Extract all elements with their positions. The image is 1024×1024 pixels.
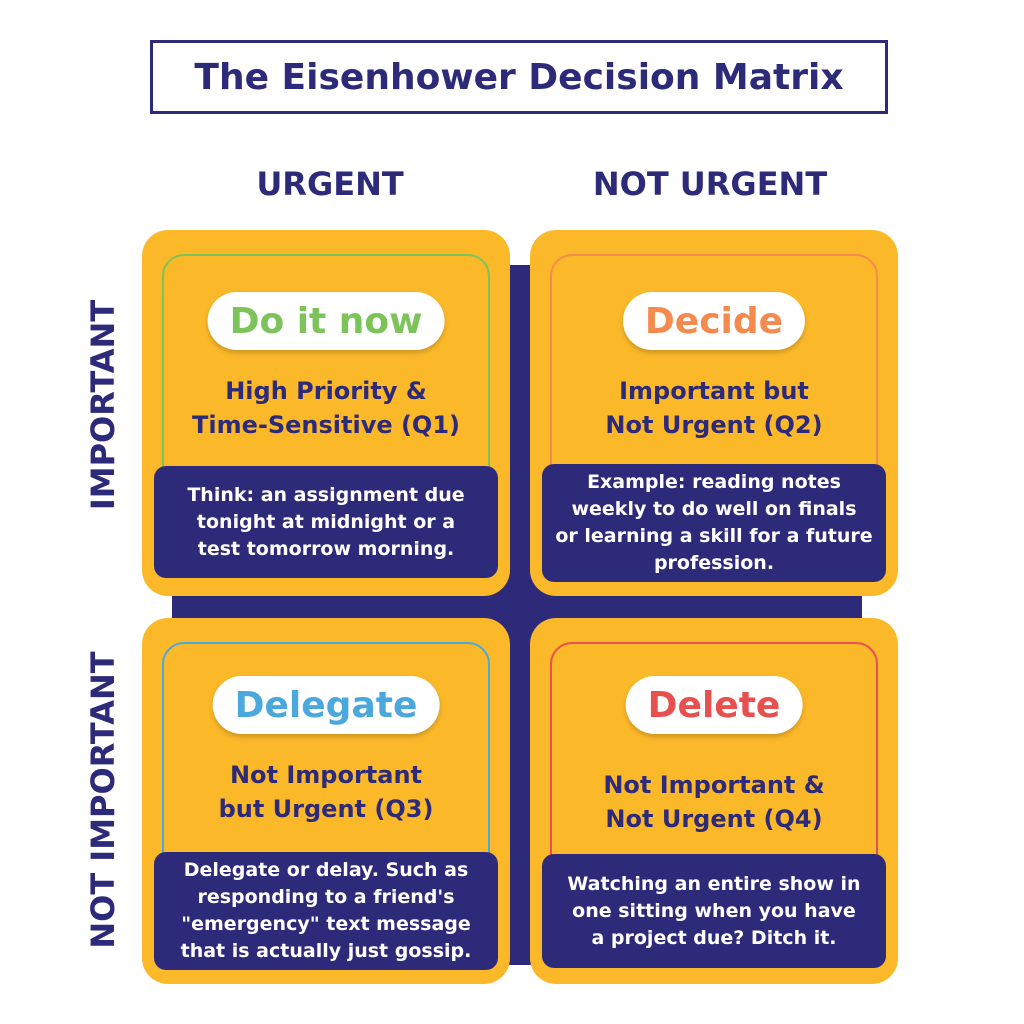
row-header-important: IMPORTANT <box>84 299 122 511</box>
column-header-urgent: URGENT <box>256 165 404 203</box>
column-header-not-urgent: NOT URGENT <box>592 165 828 203</box>
quadrant-q3: Delegate Not Important but Urgent (Q3) D… <box>142 618 510 984</box>
quadrant-q3-example: Delegate or delay. Such as responding to… <box>154 852 498 970</box>
quadrant-q1-example: Think: an assignment due tonight at midn… <box>154 466 498 578</box>
page-title: The Eisenhower Decision Matrix <box>194 56 844 98</box>
quadrant-q2-label: Decide <box>622 292 806 350</box>
quadrant-q2: Decide Important but Not Urgent (Q2) Exa… <box>530 230 898 596</box>
quadrant-q1-subtitle: High Priority & Time-Sensitive (Q1) <box>191 377 461 439</box>
quadrant-q4-subtitle: Not Important & Not Urgent (Q4) <box>603 771 825 833</box>
quadrant-q4-label: Delete <box>625 676 803 734</box>
quadrant-q3-subtitle: Not Important but Urgent (Q3) <box>218 761 434 823</box>
quadrant-q4-example: Watching an entire show in one sitting w… <box>542 854 886 968</box>
quadrant-q4: Delete Not Important & Not Urgent (Q4) W… <box>530 618 898 984</box>
quadrant-q1: Do it now High Priority & Time-Sensitive… <box>142 230 510 596</box>
quadrant-q2-example: Example: reading notes weekly to do well… <box>542 464 886 582</box>
quadrant-q2-subtitle: Important but Not Urgent (Q2) <box>605 377 823 439</box>
quadrant-q1-label: Do it now <box>207 292 445 350</box>
title-box: The Eisenhower Decision Matrix <box>150 40 888 114</box>
row-header-not-important: NOT IMPORTANT <box>84 651 122 949</box>
quadrant-q3-label: Delegate <box>212 676 440 734</box>
